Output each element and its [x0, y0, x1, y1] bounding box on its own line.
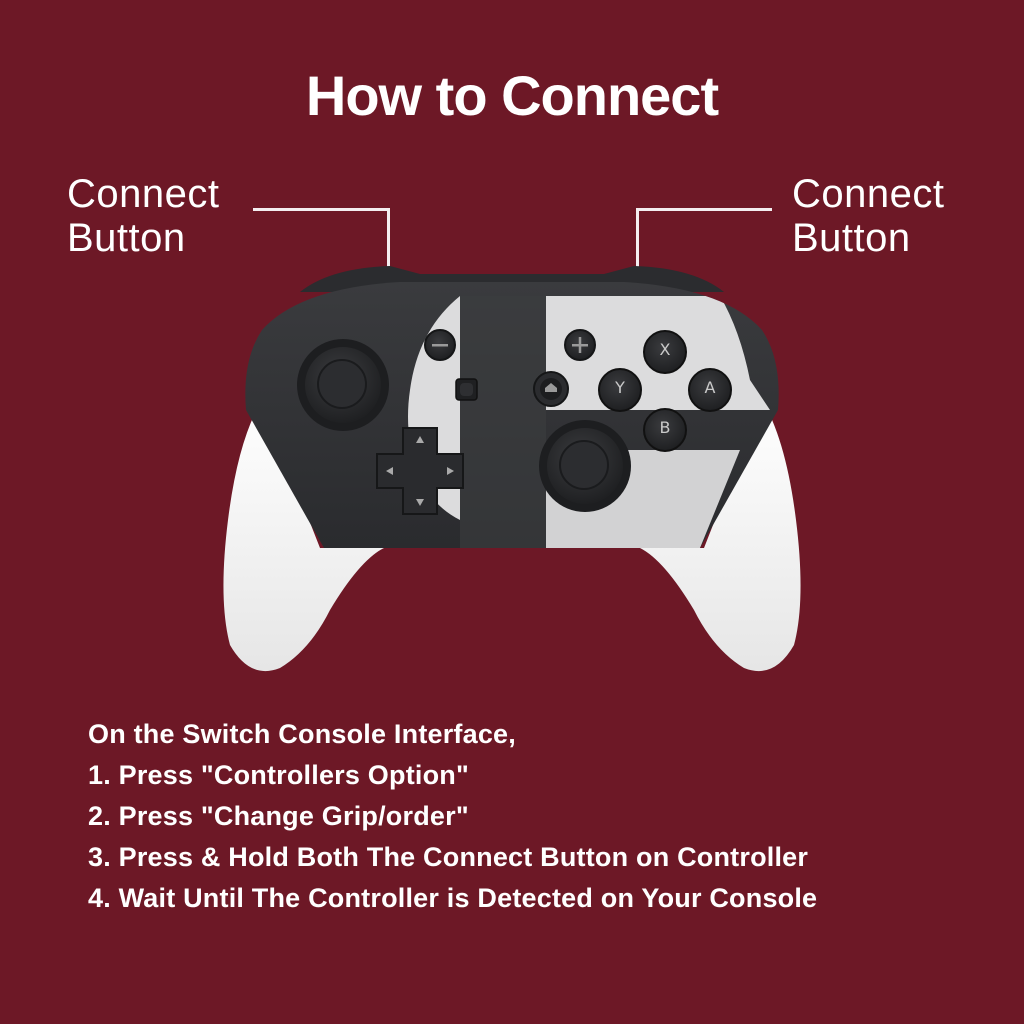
button-y-label: Y: [615, 378, 625, 397]
instructions: On the Switch Console Interface, 1. Pres…: [88, 714, 817, 919]
dpad-up-icon: [416, 436, 424, 443]
page-title: How to Connect: [305, 64, 719, 127]
minus-icon: [432, 344, 448, 347]
home-button: [533, 371, 569, 407]
capture-button: [455, 378, 478, 401]
connect-button-label-right: Connect Button: [792, 172, 944, 260]
callout-line-right-vertical: [636, 208, 639, 268]
callout-left-line1: Connect: [67, 172, 220, 216]
instructions-intro: On the Switch Console Interface,: [88, 719, 516, 749]
callout-right-line1: Connect: [792, 172, 945, 216]
right-grip: [640, 400, 801, 672]
capture-icon: [460, 383, 473, 396]
dpad-right-icon: [447, 467, 454, 475]
step-1: 1. Press "Controllers Option": [88, 760, 469, 790]
plus-button: [564, 329, 596, 361]
right-stick: [539, 420, 631, 512]
left-stick: [297, 339, 389, 431]
button-a-label: A: [704, 378, 716, 397]
minus-button: [424, 329, 456, 361]
step-2: 2. Press "Change Grip/order": [88, 801, 469, 831]
left-grip: [223, 400, 384, 672]
home-icon: [545, 383, 557, 392]
button-x-label: X: [659, 340, 671, 359]
button-b-label: B: [659, 418, 671, 437]
plus-icon: [578, 337, 582, 353]
face-buttons: [598, 330, 732, 452]
callout-line-right-horizontal: [636, 208, 772, 211]
dpad-left-icon: [386, 467, 393, 475]
dpad: [376, 427, 464, 515]
dpad-down-icon: [416, 499, 424, 506]
callout-left-line2: Button: [67, 216, 186, 260]
callout-line-left-horizontal: [253, 208, 390, 211]
callout-right-line2: Button: [792, 216, 911, 260]
step-3: 3. Press & Hold Both The Connect Button …: [88, 842, 809, 872]
connect-button-label-left: Connect Button: [67, 172, 219, 260]
callout-line-left-vertical: [387, 208, 390, 268]
step-4: 4. Wait Until The Controller is Detected…: [88, 883, 818, 913]
